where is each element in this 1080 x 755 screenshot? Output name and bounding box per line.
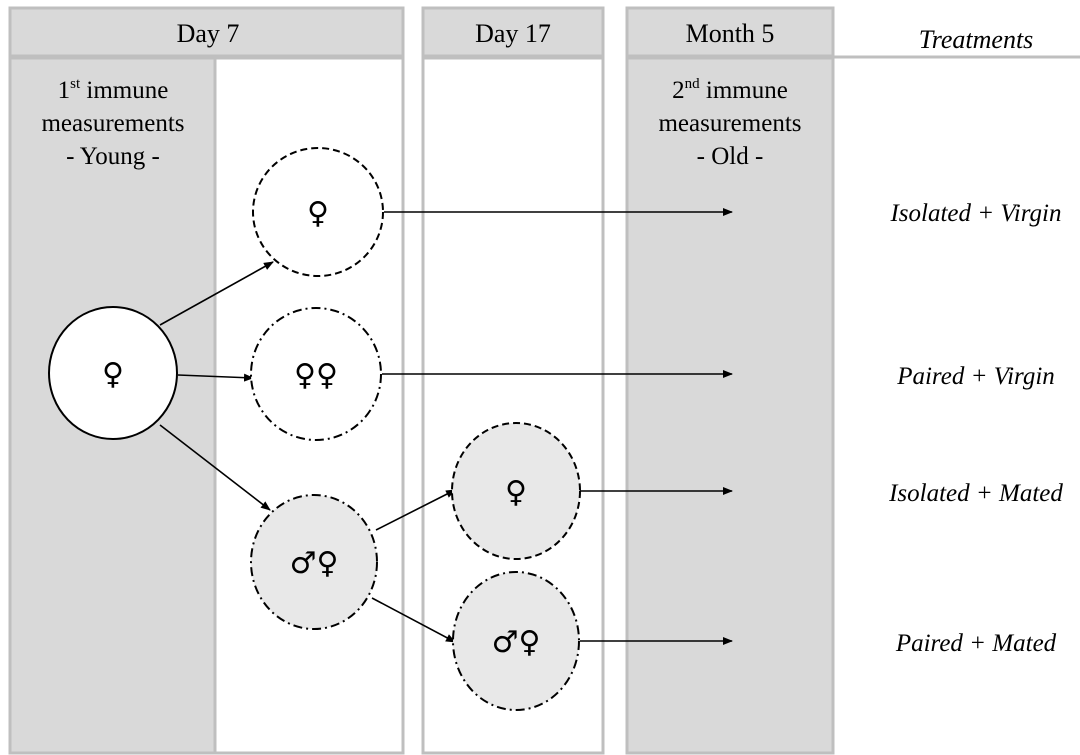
paired-virgin-node	[250, 307, 382, 441]
month5-header-box	[625, 6, 835, 58]
paired-virgin-symbol: ♀♀	[294, 358, 338, 393]
second-measurement-line2: measurements	[658, 110, 801, 137]
arrow-mated-pair-to-paired-mated	[371, 597, 456, 643]
isolated-mated-symbol: ♀	[505, 475, 527, 510]
isolated-virgin-symbol: ♀	[307, 196, 329, 231]
treatments-header: Treatments	[919, 25, 1034, 54]
treatment-isolated-mated: Isolated + Mated	[888, 480, 1063, 507]
mated-pair-node	[250, 494, 378, 630]
day7-header: Day 7	[177, 19, 240, 48]
arrow-start-to-paired-virgin	[177, 373, 254, 382]
start-female-node	[48, 306, 178, 440]
mated-pair-symbol: ♂♀	[290, 546, 339, 581]
first-measurement-line2: measurements	[41, 110, 184, 137]
day7-header-box	[8, 6, 405, 58]
arrow-start-to-isolated-virgin	[159, 261, 274, 326]
day17-header: Day 17	[475, 19, 551, 48]
isolated-virgin-node	[252, 147, 384, 277]
start-female-symbol: ♀	[102, 357, 124, 392]
paired-mated-node	[452, 571, 580, 711]
first-measurement-line3: - Young -	[66, 143, 160, 170]
day17-header-box	[421, 6, 605, 58]
second-measurement-line3: - Old -	[697, 143, 764, 170]
treatment-paired-virgin: Paired + Virgin	[896, 363, 1055, 390]
treatment-paired-mated: Paired + Mated	[895, 630, 1057, 657]
treatment-isolated-virgin: Isolated + Virgin	[889, 200, 1061, 227]
first-measurement-line1: 1st immune	[58, 76, 169, 104]
second-measurement-line1: 2nd immune	[672, 76, 788, 104]
paired-mated-symbol: ♂♀	[492, 625, 541, 660]
old-measurement-panel	[625, 56, 835, 755]
month5-header: Month 5	[686, 19, 775, 48]
isolated-mated-node	[451, 422, 581, 560]
arrow-mated-pair-to-isolated-mated	[375, 489, 456, 531]
arrow-start-to-mated-pair	[159, 424, 271, 511]
